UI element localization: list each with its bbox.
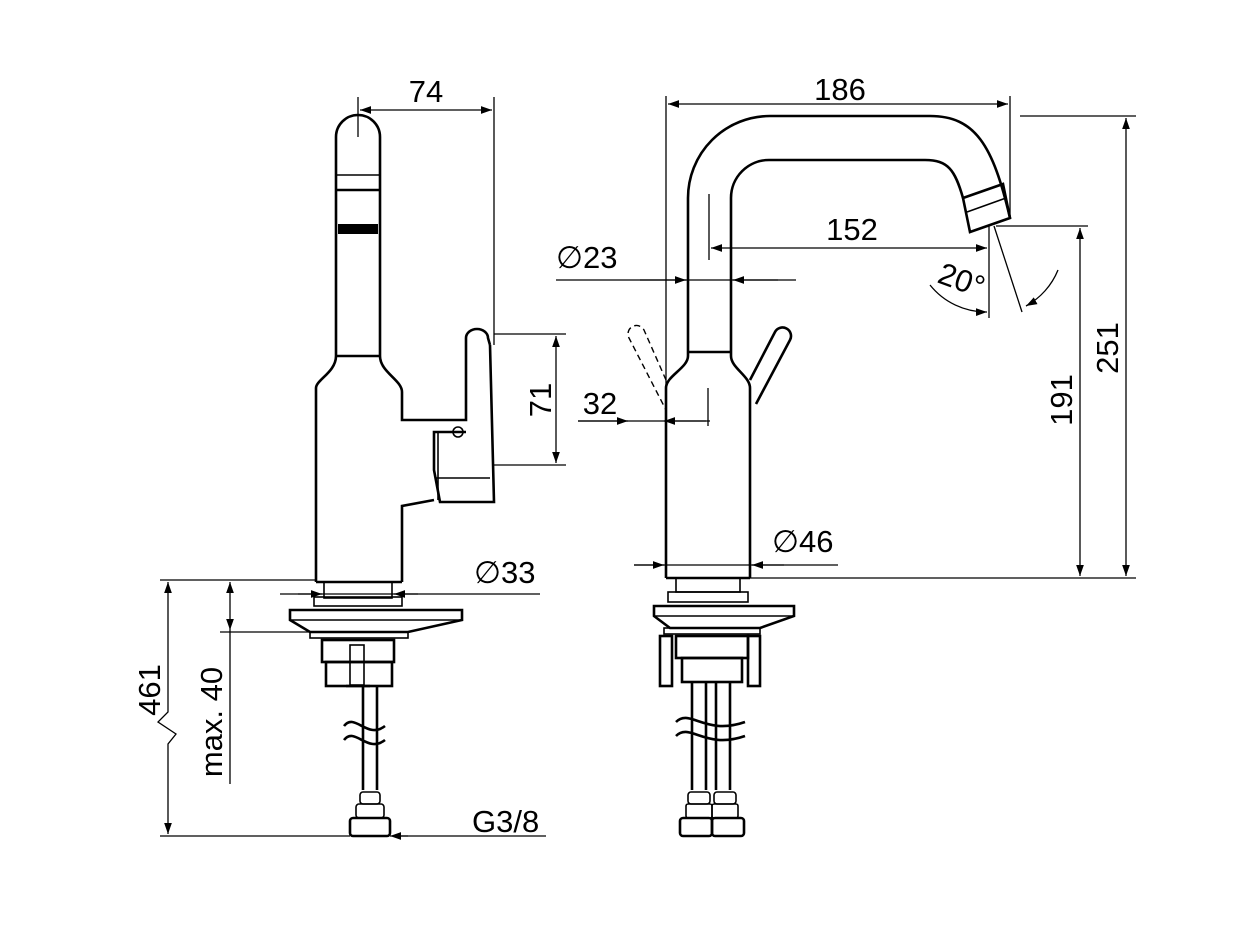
dim-label-74: 74 (409, 74, 443, 109)
dim-label-d23: ∅23 (556, 240, 618, 275)
dim-label-d33: ∅33 (474, 555, 536, 590)
dim-label-g38: G3/8 (472, 804, 539, 839)
dim-label-186: 186 (814, 72, 866, 107)
dim-label-251: 251 (1090, 322, 1125, 374)
dim-label-32: 32 (583, 386, 617, 421)
side-view (288, 113, 496, 838)
dim-label-max-40: max. 40 (194, 667, 229, 777)
dim-label-152: 152 (826, 212, 878, 247)
side-view-dimensions (156, 97, 566, 840)
dim-label-71: 71 (523, 383, 558, 417)
dim-label-191: 191 (1044, 374, 1079, 426)
front-view (627, 114, 1012, 838)
dim-label-461: 461 (132, 664, 167, 716)
dim-label-d46: ∅46 (772, 524, 834, 559)
front-view-dimensions (556, 96, 1136, 579)
